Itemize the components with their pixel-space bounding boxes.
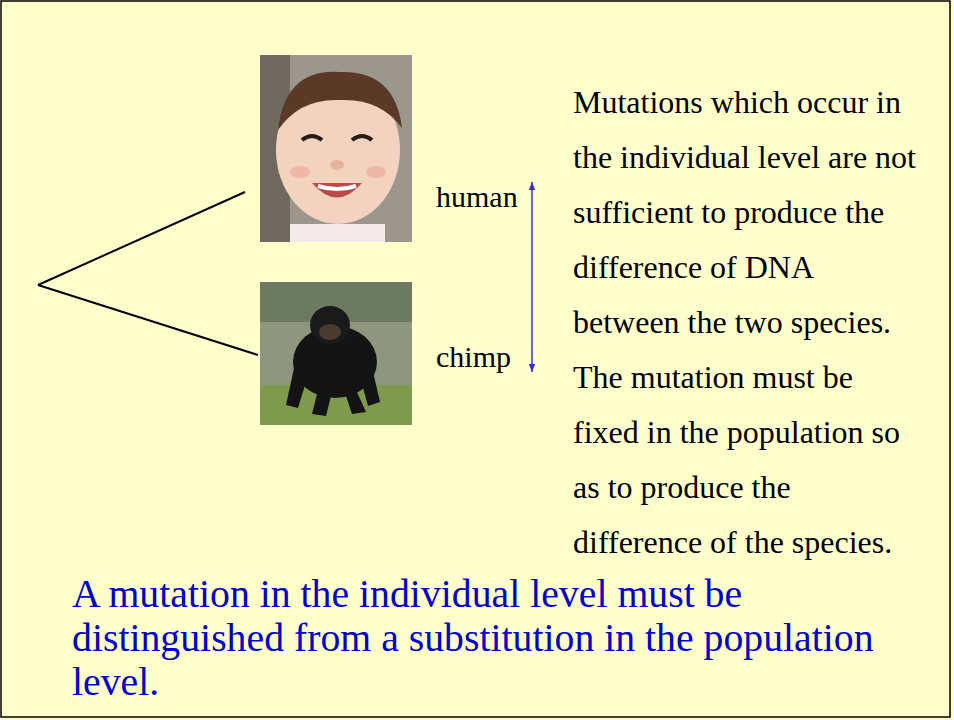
chimp-head bbox=[310, 306, 350, 344]
baby-clothes bbox=[290, 224, 385, 242]
photo-background bbox=[260, 282, 412, 425]
baby-cheek bbox=[290, 166, 310, 178]
chimp-face bbox=[319, 324, 341, 340]
summary-text: A mutation in the individual level must … bbox=[72, 572, 902, 704]
chimp-leg bbox=[312, 390, 332, 416]
photo-background bbox=[260, 55, 412, 242]
double-arrow bbox=[531, 182, 533, 372]
baby-cheek bbox=[366, 166, 386, 178]
tree-branch bbox=[38, 285, 258, 355]
baby-mouth bbox=[312, 183, 362, 198]
chimp-arm bbox=[286, 350, 312, 408]
chimp-leg bbox=[344, 390, 366, 414]
baby-teeth bbox=[318, 186, 356, 189]
species-label-box: chimp bbox=[432, 339, 532, 375]
tree-branch bbox=[38, 192, 245, 285]
species-name: chimp bbox=[436, 339, 511, 375]
baby-hair bbox=[278, 72, 402, 130]
species-name: human bbox=[436, 179, 518, 215]
baby-photo bbox=[260, 55, 412, 242]
chimp-photo bbox=[260, 282, 412, 425]
note-text: Mutations which occur in the individual … bbox=[573, 75, 923, 570]
baby-eye bbox=[302, 136, 322, 140]
chimp-arm bbox=[356, 350, 380, 406]
species-label-box: human bbox=[432, 179, 532, 215]
baby-nose bbox=[330, 160, 344, 170]
baby-eye bbox=[352, 136, 372, 140]
